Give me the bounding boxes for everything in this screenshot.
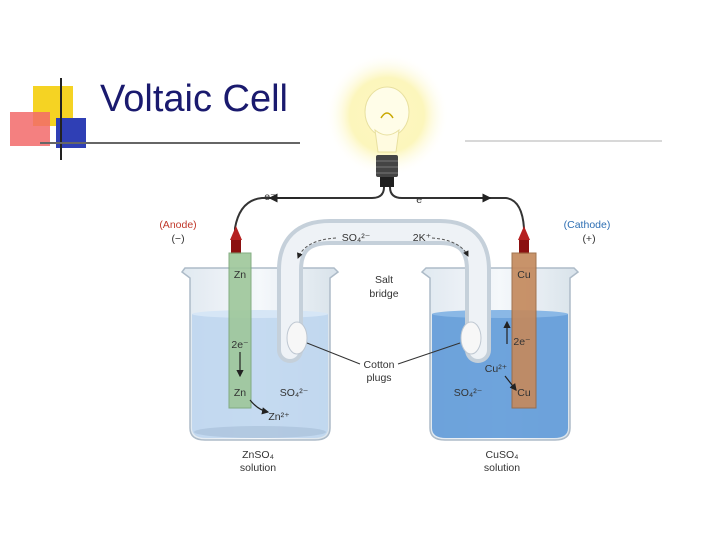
right-beaker [422,268,578,440]
left-zn-ion-label: Zn²⁺ [268,411,290,423]
cotton-plugs-label-1: Cotton [364,359,395,371]
cuso4-solution [432,314,568,438]
left-so4-label: SO₄²⁻ [280,387,309,399]
salt-bridge-label-1: Salt [375,274,393,286]
cuso4-label-1: CuSO₄ [486,449,519,461]
cotton-plugs-label-2: plugs [366,372,391,384]
cathode-clip-icon [518,226,530,254]
anode-clip-icon [230,226,242,254]
electron-label-left: e⁻ [264,191,276,203]
znso4-label-2: solution [240,462,276,474]
light-bulb-icon [325,53,449,187]
left-zn-label: Zn [234,387,246,399]
cotton-plug-left [287,322,307,354]
right-2e-label: 2e⁻ [513,336,531,348]
left-2e-label: 2e⁻ [231,339,249,351]
znso4-label-1: ZnSO₄ [242,449,274,461]
cuso4-label-2: solution [484,462,520,474]
right-cu-ion-label: Cu²⁺ [485,363,508,375]
cu-electrode-label: Cu [517,269,531,281]
cathode-label: (Cathode) [564,219,611,231]
cotton-plug-right [461,322,481,354]
right-cu-label: Cu [517,387,531,399]
znso4-solution [192,314,328,438]
right-so4-label: SO₄²⁻ [454,387,483,399]
zn-electrode-label: Zn [234,269,246,281]
anode-sign-label: (−) [171,233,184,245]
anode-label: (Anode) [159,219,196,231]
electron-label-right: e⁻ [416,194,428,206]
potassium-flow-label: 2K⁺ [413,232,432,244]
salt-bridge-label-2: bridge [369,288,398,300]
left-beaker [182,268,338,440]
sulfate-flow-label: SO₄²⁻ [342,232,371,244]
cathode-sign-label: (+) [582,233,595,245]
